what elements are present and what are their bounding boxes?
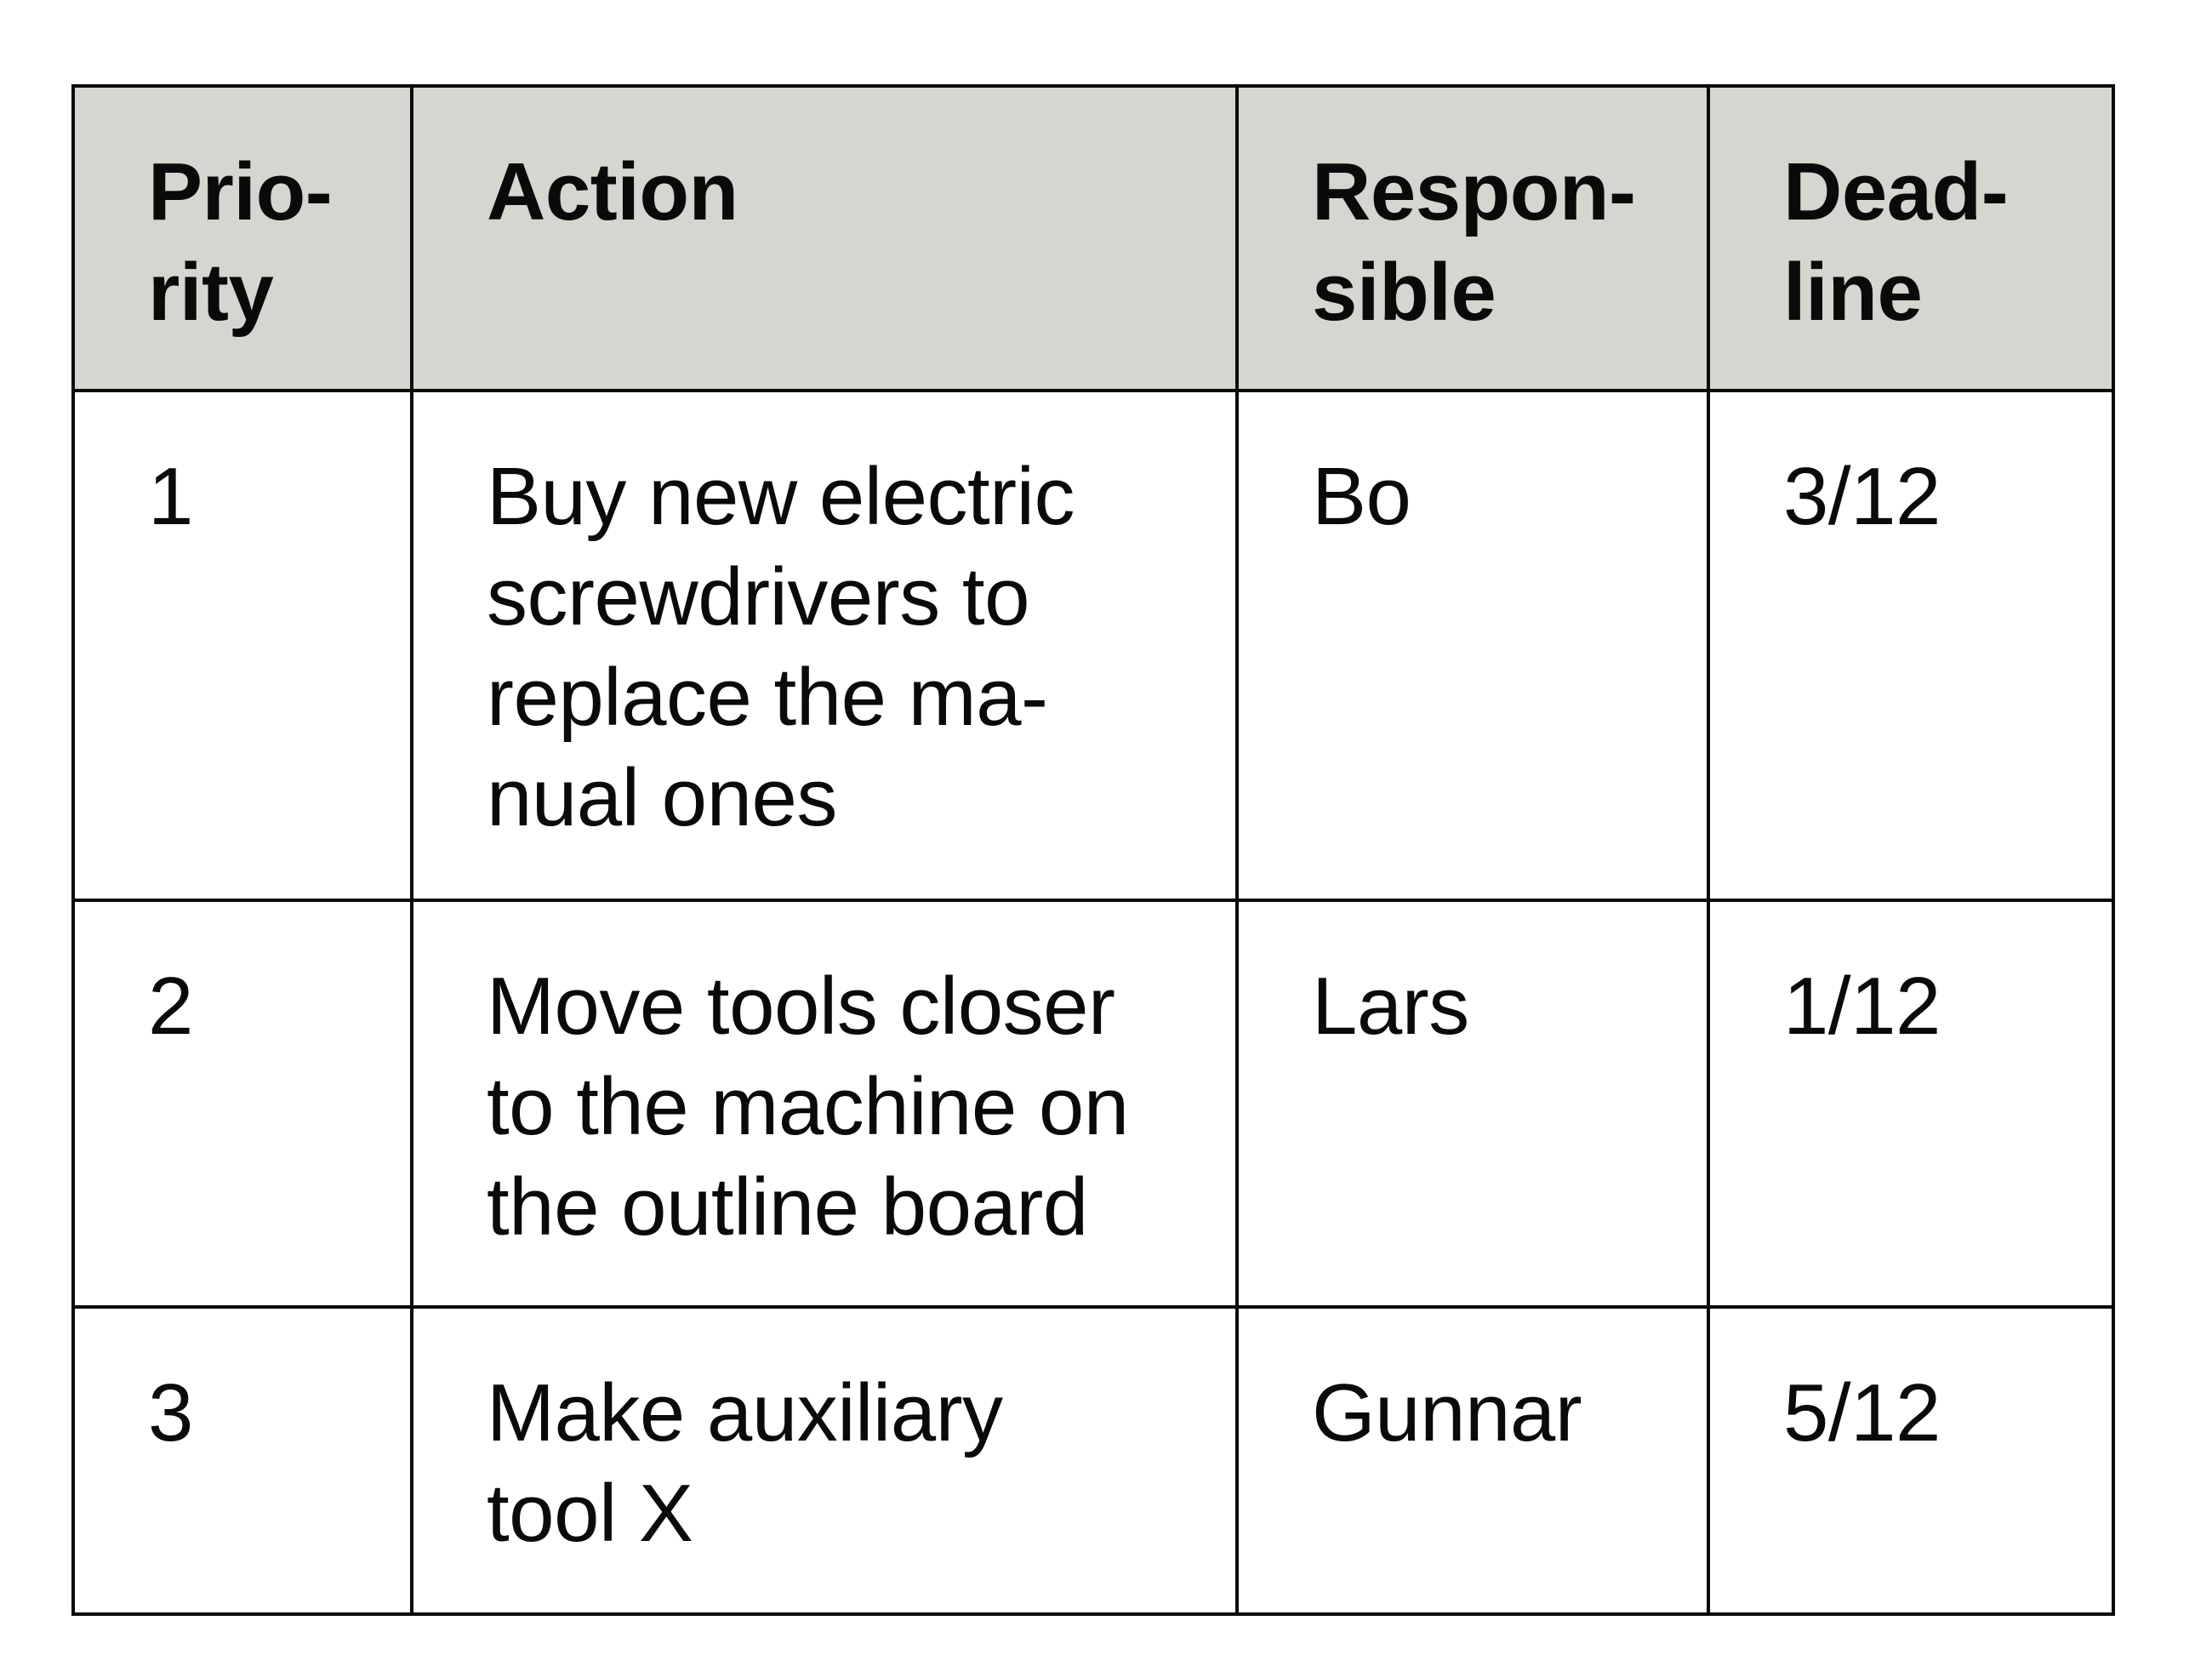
table-row: 1 Buy new electric screwdrivers to repla… bbox=[71, 389, 2115, 902]
header-deadline-line-2: line bbox=[1783, 247, 1923, 338]
priority-value: 2 bbox=[148, 961, 193, 1052]
header-priority-line-2: rity bbox=[148, 247, 274, 338]
cell-action: Move tools closer to the machine on the … bbox=[410, 899, 1239, 1309]
action-line: Move tools closer bbox=[487, 961, 1115, 1052]
cell-action: Make auxiliary tool X bbox=[410, 1305, 1239, 1616]
action-line: tool X bbox=[487, 1468, 693, 1559]
header-row: Prio- rity Action Respon- sible Dead- li… bbox=[71, 84, 2115, 392]
action-line: the outline board bbox=[487, 1161, 1088, 1253]
action-line: nual ones bbox=[487, 752, 837, 843]
header-deadline-line-1: Dead- bbox=[1783, 146, 2009, 237]
cell-responsible: Gunnar bbox=[1235, 1305, 1710, 1616]
deadline-value: 5/12 bbox=[1783, 1367, 1941, 1458]
action-line: replace the ma- bbox=[487, 652, 1048, 743]
action-line: Make auxiliary bbox=[487, 1367, 1003, 1458]
responsible-value: Lars bbox=[1312, 961, 1469, 1052]
priority-value: 1 bbox=[148, 451, 193, 542]
cell-deadline: 5/12 bbox=[1707, 1305, 2115, 1616]
action-line: Buy new electric bbox=[487, 451, 1075, 542]
cell-priority: 1 bbox=[71, 389, 413, 902]
header-deadline: Dead- line bbox=[1707, 84, 2115, 392]
header-priority: Prio- rity bbox=[71, 84, 413, 392]
header-responsible-line-2: sible bbox=[1312, 247, 1497, 338]
header-responsible: Respon- sible bbox=[1235, 84, 1710, 392]
responsible-value: Gunnar bbox=[1312, 1367, 1582, 1458]
cell-deadline: 3/12 bbox=[1707, 389, 2115, 902]
cell-priority: 2 bbox=[71, 899, 413, 1309]
action-plan-table: Prio- rity Action Respon- sible Dead- li… bbox=[71, 84, 2115, 1616]
deadline-value: 1/12 bbox=[1783, 961, 1941, 1052]
responsible-value: Bo bbox=[1312, 451, 1411, 542]
table-row: 2 Move tools closer to the machine on th… bbox=[71, 899, 2115, 1309]
header-action: Action bbox=[410, 84, 1239, 392]
cell-deadline: 1/12 bbox=[1707, 899, 2115, 1309]
deadline-value: 3/12 bbox=[1783, 451, 1941, 542]
priority-value: 3 bbox=[148, 1367, 193, 1458]
table-row: 3 Make auxiliary tool X Gunnar 5/12 bbox=[71, 1305, 2115, 1616]
action-line: to the machine on bbox=[487, 1061, 1129, 1152]
header-priority-line-1: Prio- bbox=[148, 146, 333, 237]
cell-priority: 3 bbox=[71, 1305, 413, 1616]
cell-responsible: Lars bbox=[1235, 899, 1710, 1309]
header-responsible-line-1: Respon- bbox=[1312, 146, 1636, 237]
cell-action: Buy new electric screwdrivers to replace… bbox=[410, 389, 1239, 902]
header-action-line-1: Action bbox=[487, 146, 738, 237]
cell-responsible: Bo bbox=[1235, 389, 1710, 902]
action-line: screwdrivers to bbox=[487, 551, 1029, 642]
